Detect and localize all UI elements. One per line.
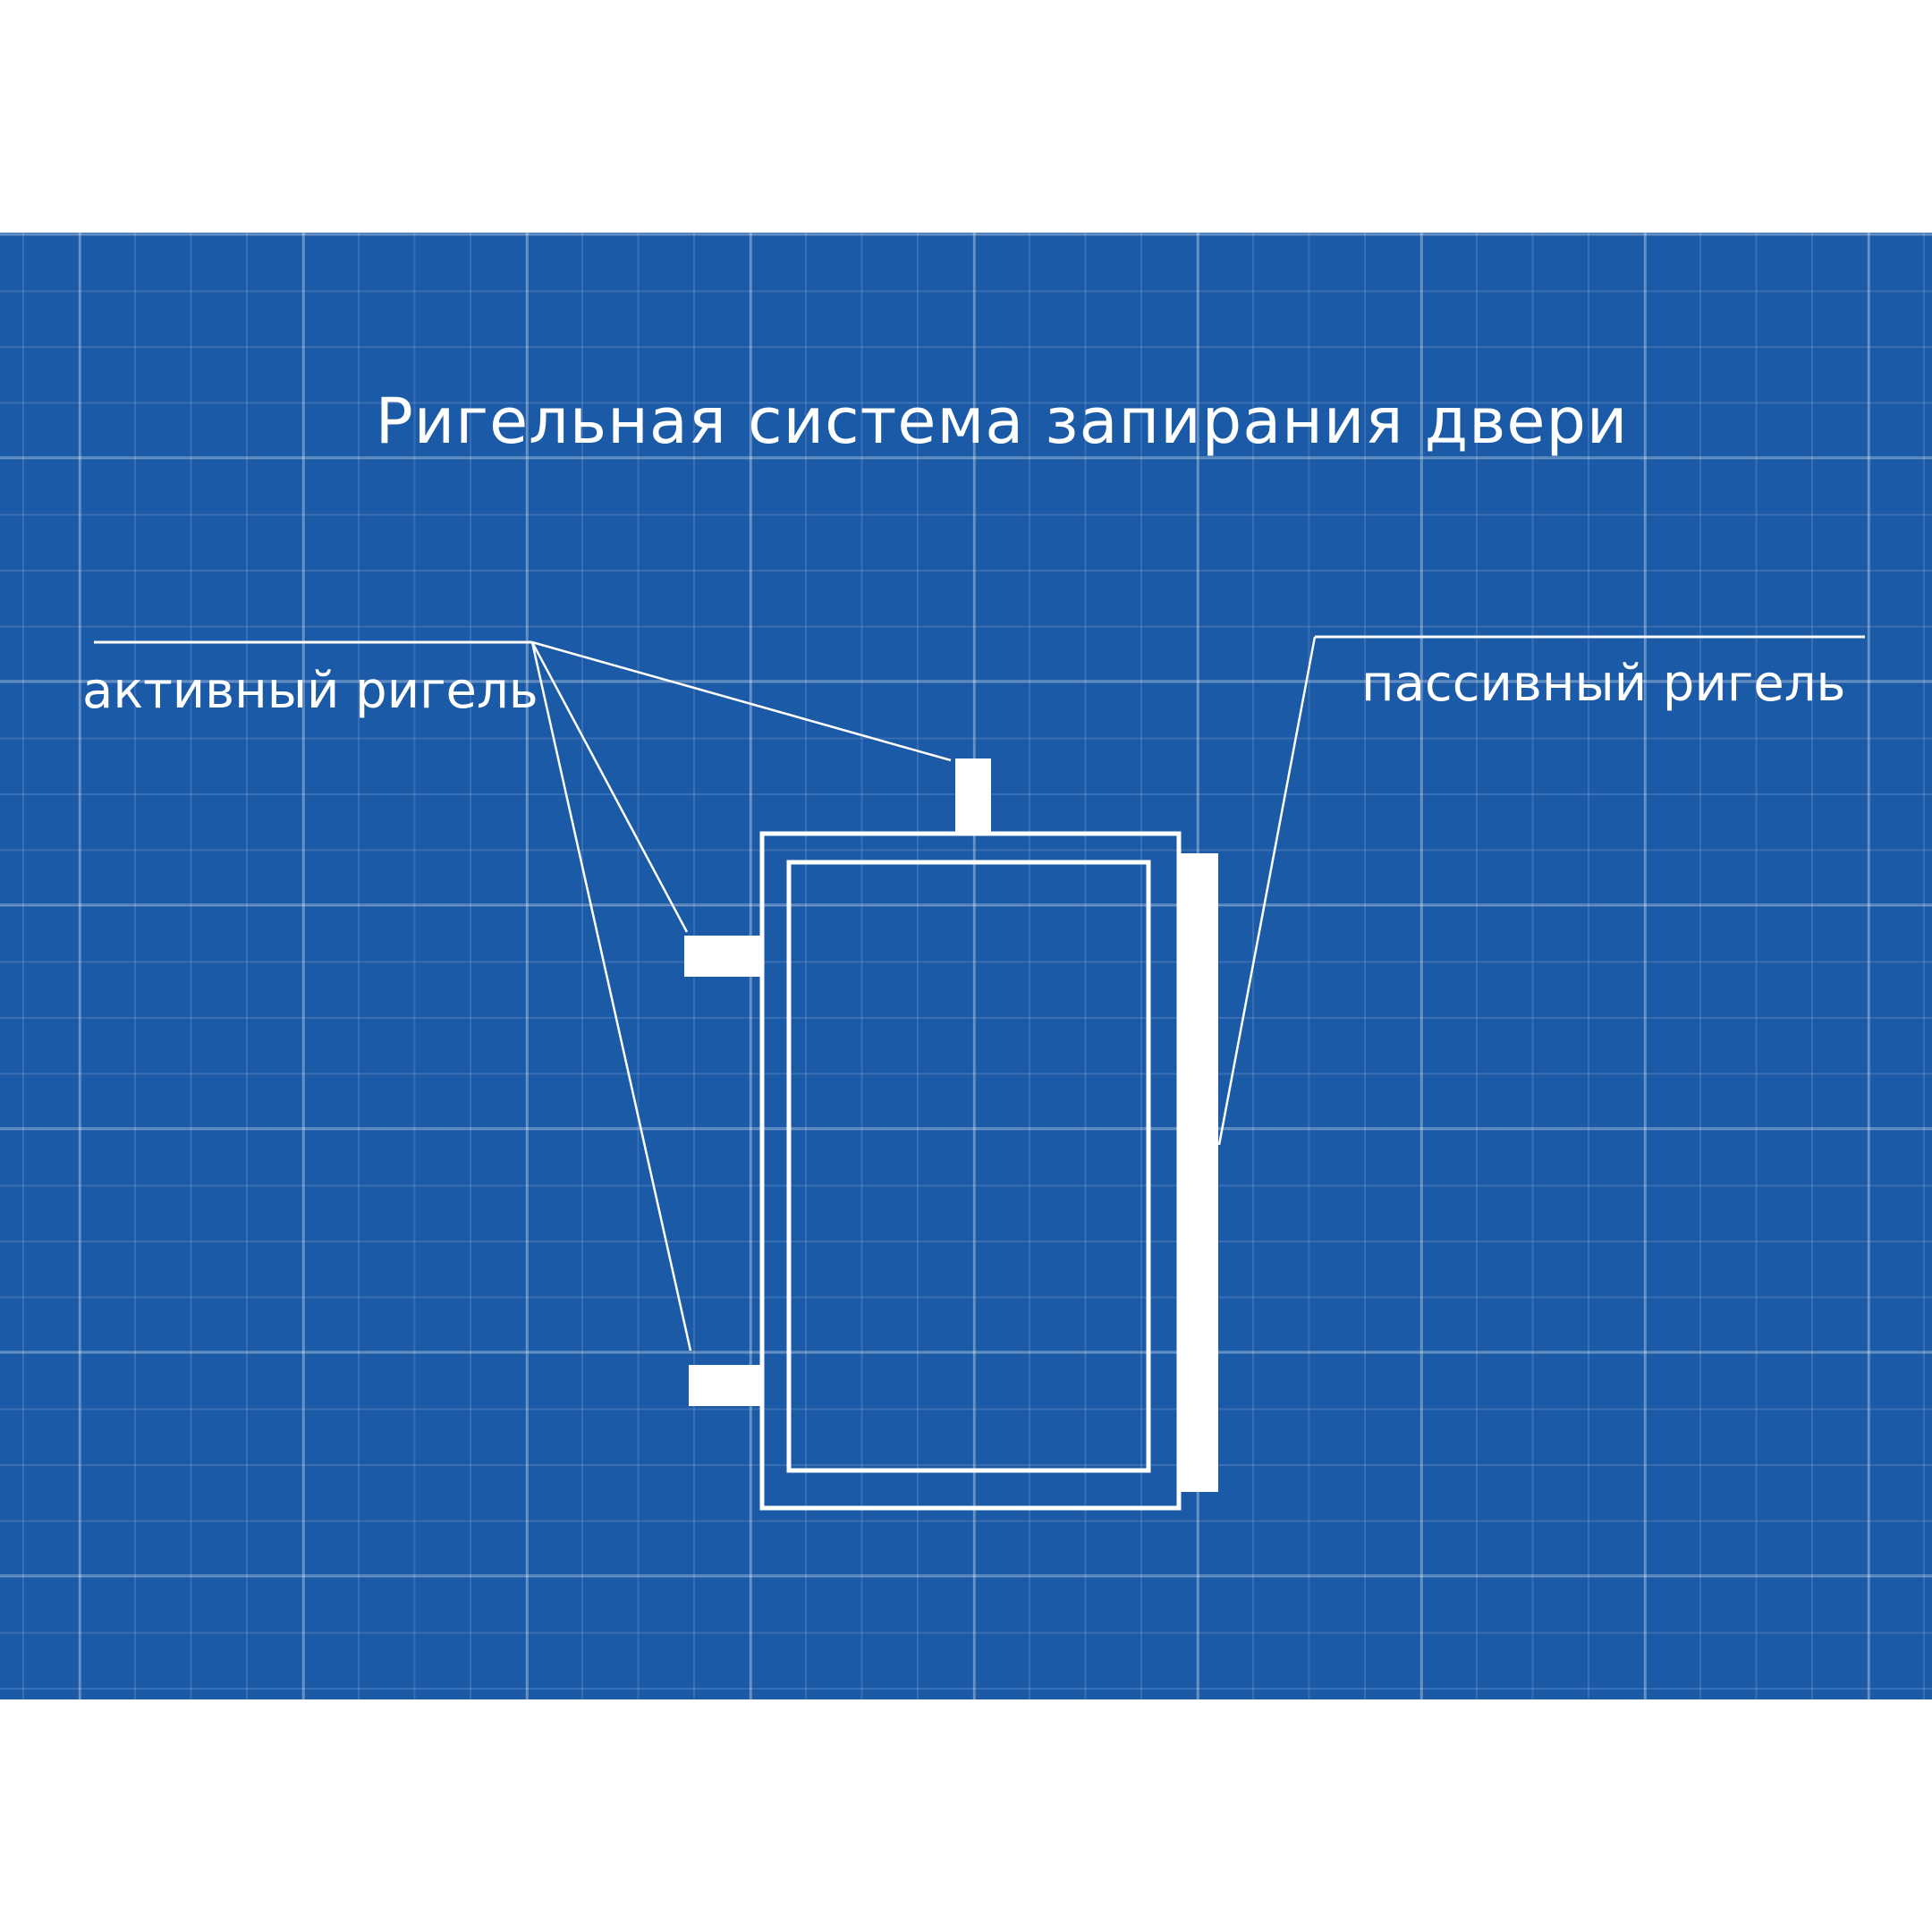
door-inner-panel (786, 860, 1151, 1473)
passive-bolt-bar (1179, 853, 1218, 1492)
top-active-bolt (955, 758, 991, 834)
blueprint-canvas: Ригельная система запирания двери активн… (0, 233, 1932, 1699)
passive-bolt-label: пассивный ригель (1361, 655, 1846, 713)
active-bolt-label: активный ригель (82, 662, 538, 720)
active-bolt-leader-top (531, 640, 952, 762)
left-active-bolt-lower (689, 1365, 762, 1406)
active-bolt-leader-middle (530, 641, 689, 933)
left-active-bolt-upper (684, 936, 762, 977)
active-bolt-leader-bottom (530, 641, 692, 1352)
diagram-title: Ригельная система запирания двери (375, 385, 1629, 458)
passive-bolt-leader (1217, 636, 1317, 1146)
door-outer-frame (759, 831, 1182, 1511)
door-diagram (94, 635, 1865, 1511)
